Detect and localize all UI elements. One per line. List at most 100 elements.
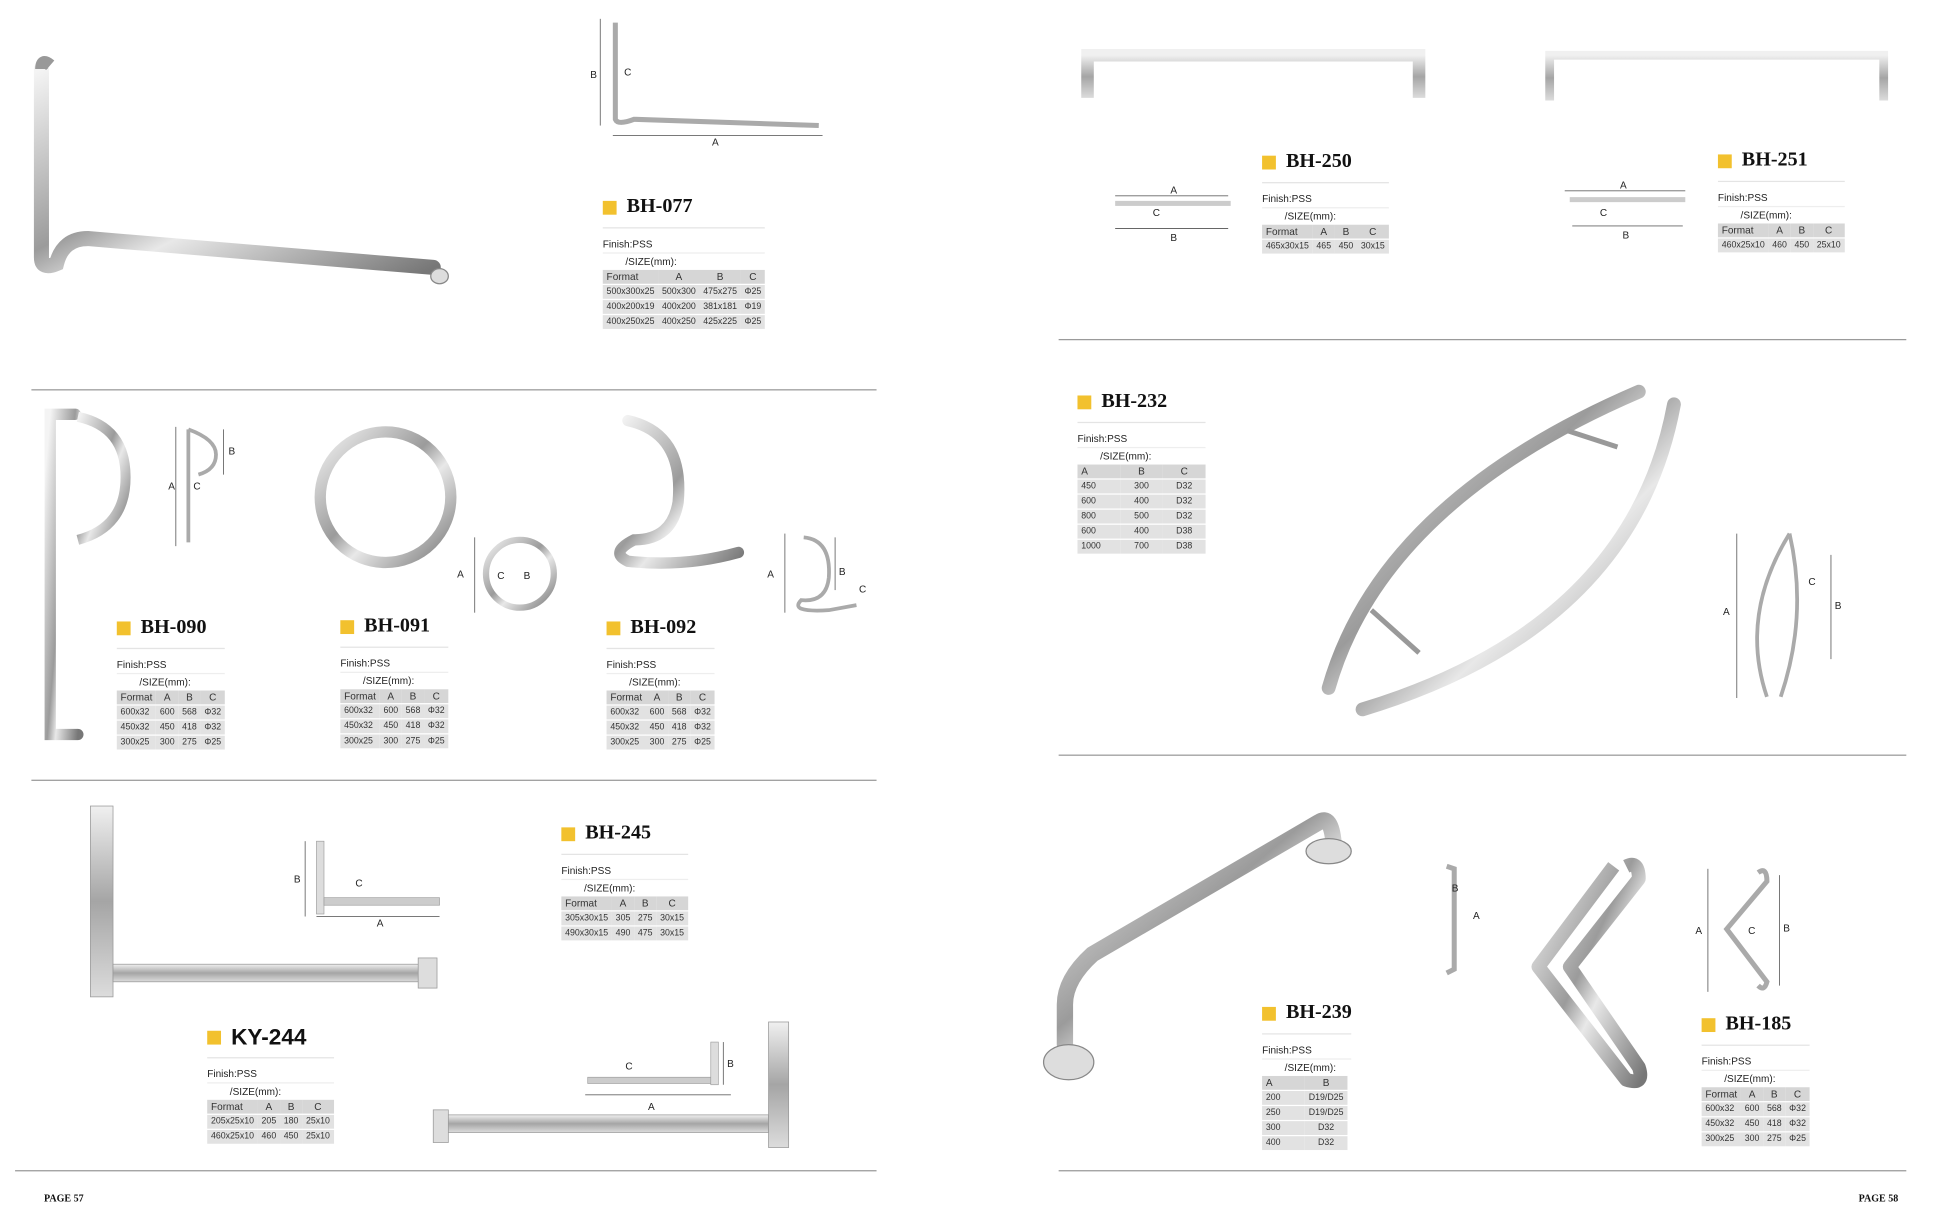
table-cell: Φ32 xyxy=(1785,1102,1810,1117)
svg-text:B: B xyxy=(727,1059,734,1070)
product-title: BH-092 xyxy=(606,615,715,640)
size-label: /SIZE(mm): xyxy=(629,676,681,689)
table-cell: 460 xyxy=(1768,238,1791,253)
svg-text:B: B xyxy=(590,70,597,81)
product-title: BH-251 xyxy=(1717,148,1844,173)
table-cell: 200 xyxy=(1262,1091,1305,1105)
column-header: B xyxy=(401,689,425,704)
svg-text:C: C xyxy=(859,585,866,596)
table-cell: 275 xyxy=(178,735,201,750)
column-header: Format xyxy=(116,690,157,705)
column-header: A xyxy=(1768,223,1791,238)
divider xyxy=(207,1057,334,1059)
table-cell: 305 xyxy=(611,911,635,926)
bullet-square-icon xyxy=(606,620,621,635)
bullet-square-icon xyxy=(1077,394,1092,409)
table-cell: 400 xyxy=(1120,494,1163,509)
right-page-handle-images: A C B A C B A BC BA A BC xyxy=(1042,48,1889,1089)
svg-text:A: A xyxy=(1473,911,1480,922)
product-title: BH-077 xyxy=(602,195,765,220)
table-cell: 465 xyxy=(1312,239,1335,254)
column-header: Format xyxy=(1262,224,1313,239)
table-cell: D19/D25 xyxy=(1304,1091,1348,1105)
column-header: C xyxy=(1357,224,1389,239)
svg-text:B: B xyxy=(1170,233,1177,244)
table-cell: 418 xyxy=(178,720,201,735)
table-cell: D38 xyxy=(1162,539,1206,554)
svg-text:A: A xyxy=(1620,180,1627,191)
table-cell: 425x225 xyxy=(699,315,741,329)
table-cell: 450 xyxy=(279,1129,303,1144)
table-cell: D32 xyxy=(1304,1121,1348,1135)
column-header: B xyxy=(1790,223,1813,238)
divider xyxy=(340,646,449,648)
table-cell: 30x15 xyxy=(656,926,688,941)
finish-label: Finish:PSS xyxy=(602,239,766,254)
table-cell: 460x25x10 xyxy=(207,1129,258,1144)
finish-label: Finish:PSS xyxy=(1717,192,1845,208)
column-header: A xyxy=(1077,464,1121,479)
table-cell: 450 xyxy=(1790,238,1813,253)
finish-label: Finish:PSS xyxy=(1077,433,1206,449)
size-label: /SIZE(mm): xyxy=(583,882,636,894)
table-cell: 400x200 xyxy=(658,300,700,314)
svg-text:B: B xyxy=(294,875,301,886)
product-code: BH-245 xyxy=(585,822,652,844)
svg-text:B: B xyxy=(229,446,236,457)
svg-text:B: B xyxy=(1622,231,1629,242)
column-header: C xyxy=(302,1099,334,1114)
divider xyxy=(1058,1170,1907,1172)
svg-text:C: C xyxy=(1600,208,1607,219)
table-cell: Φ32 xyxy=(1785,1117,1810,1132)
table-cell: 460x25x10 xyxy=(1717,238,1769,253)
svg-text:A: A xyxy=(1723,607,1730,618)
page-number-right: PAGE 58 xyxy=(1858,1192,1899,1205)
table-cell: Φ32 xyxy=(690,720,715,735)
bh-077-handle-image: B C A xyxy=(33,18,823,285)
table-cell: 600 xyxy=(1740,1102,1764,1117)
table-cell: 600 xyxy=(156,705,179,720)
column-header: Format xyxy=(1701,1087,1741,1102)
product-code: BH-250 xyxy=(1285,150,1352,173)
finish-label: Finish:PSS xyxy=(561,865,688,881)
table-cell: 450x32 xyxy=(1701,1117,1741,1132)
column-header: A xyxy=(658,269,700,284)
table-cell: 400 xyxy=(1262,1136,1305,1151)
table-cell: 600 xyxy=(379,704,402,719)
table-cell: 450 xyxy=(379,719,402,734)
table-cell: Φ25 xyxy=(424,734,449,749)
table-cell: D19/D25 xyxy=(1304,1106,1348,1120)
table-cell: 300 xyxy=(645,735,669,750)
column-header: Format xyxy=(602,269,659,284)
table-cell: 300x25 xyxy=(1701,1132,1741,1147)
column-header: A xyxy=(611,896,635,911)
table-cell: 418 xyxy=(668,720,691,735)
table-cell: Φ32 xyxy=(424,719,449,734)
column-header: C xyxy=(1785,1087,1810,1102)
table-cell: 25x10 xyxy=(302,1129,334,1144)
table-cell: 600 xyxy=(1077,524,1121,539)
column-header: Format xyxy=(561,896,612,911)
column-header: B xyxy=(1120,464,1163,479)
table-cell: 568 xyxy=(1763,1102,1786,1117)
